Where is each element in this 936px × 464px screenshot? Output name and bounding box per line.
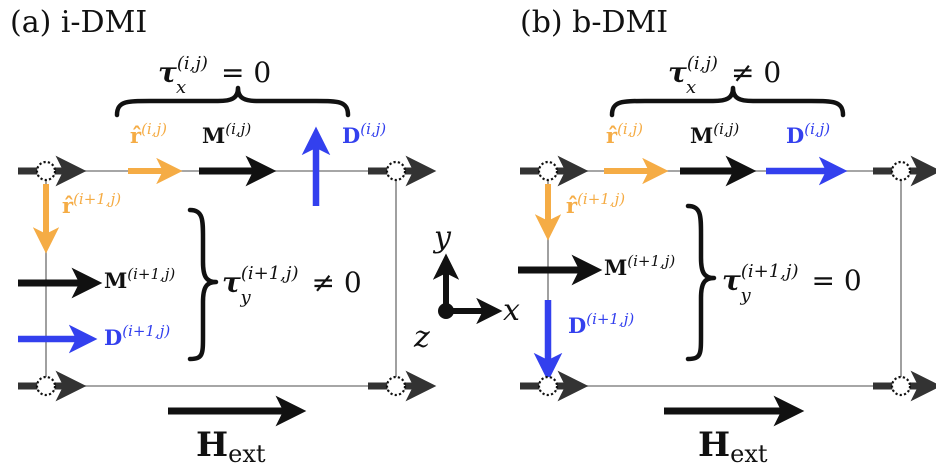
panel-a-top-brace-icon	[114, 85, 351, 118]
panel-a-side-brace-icon	[187, 207, 219, 362]
panel-b-h-ext-label: Hext	[698, 425, 768, 464]
z-axis-label: z	[413, 320, 430, 355]
panel-a-torque-top-label: τ(i,j)x = 0	[158, 53, 271, 98]
dotted-circle-icon	[35, 375, 57, 397]
panel-a-title: (a) i-DMI	[10, 5, 147, 40]
panel-a-node-markers	[35, 160, 407, 397]
dotted-circle-icon	[385, 160, 407, 182]
panel-b-torque-side-label: τ(i+1,j)y = 0	[722, 261, 862, 306]
dotted-circle-icon	[385, 375, 407, 397]
axes-triad: y x z	[413, 220, 520, 355]
panel-b-m-side-label: M(i+1,j)	[604, 252, 675, 280]
panel-a-r-side-label: r̂(i+1,j)	[62, 190, 121, 218]
panel-a-h-ext-label: Hext	[196, 425, 266, 464]
panel-a-r-top-label: r̂(i,j)	[130, 120, 167, 148]
panel-b-side-brace-icon	[685, 203, 717, 362]
y-axis-label: y	[432, 220, 452, 255]
panel-b-top-brace-icon	[609, 85, 846, 118]
panel-b: (b) b-DMI τ(i,j)x ≠ 0 r̂(i,j) M(i,j)	[518, 5, 936, 464]
panel-b-torque-top-label: τ(i,j)x ≠ 0	[668, 53, 781, 98]
dotted-circle-icon	[537, 160, 559, 182]
z-axis-dot-icon	[438, 303, 454, 319]
panel-a-m-top-label: M(i,j)	[202, 120, 251, 148]
x-axis-label: x	[503, 293, 520, 328]
dotted-circle-icon	[35, 160, 57, 182]
panel-b-d-side-label: D(i+1,j)	[568, 310, 634, 338]
panel-b-d-top-label: D(i,j)	[786, 120, 830, 148]
dotted-circle-icon	[890, 160, 912, 182]
panel-a-torque-side-label: τ(i+1,j)y ≠ 0	[222, 263, 362, 308]
panel-a-m-side-label: M(i+1,j)	[104, 265, 175, 293]
dotted-circle-icon	[537, 375, 559, 397]
panel-a: (a) i-DMI τ(i,j)x = 0	[10, 5, 437, 464]
panel-a-d-top-label: D(i,j)	[342, 120, 386, 148]
panel-a-d-side-label: D(i+1,j)	[104, 322, 170, 350]
panel-b-title: (b) b-DMI	[520, 5, 668, 40]
panel-b-r-top-label: r̂(i,j)	[606, 120, 643, 148]
panel-b-node-markers	[537, 160, 912, 397]
panel-b-r-side-label: r̂(i+1,j)	[566, 190, 625, 218]
panel-b-m-top-label: M(i,j)	[690, 120, 739, 148]
dotted-circle-icon	[890, 375, 912, 397]
